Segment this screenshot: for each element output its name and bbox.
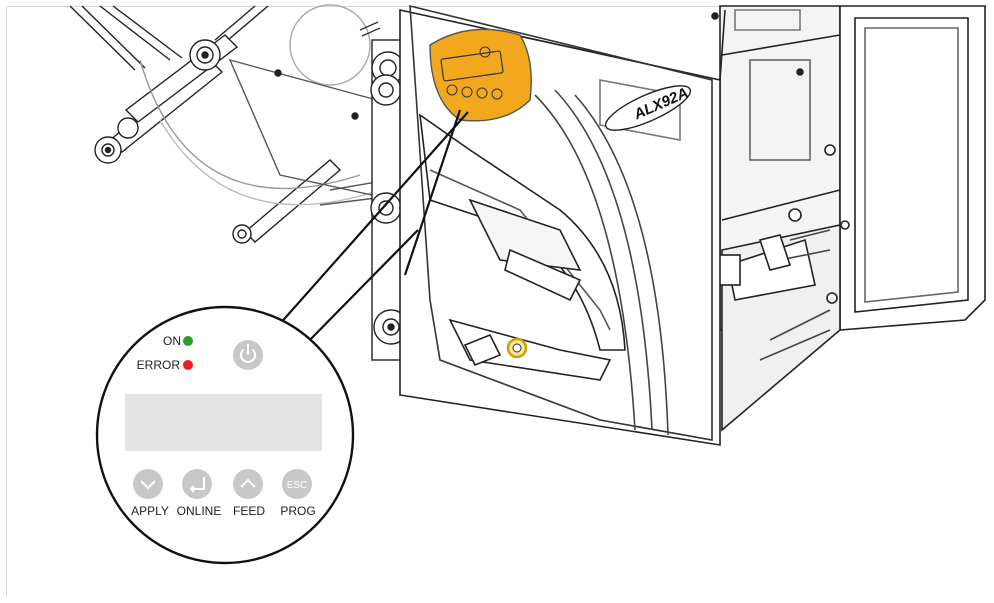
lcd-display: [125, 394, 322, 451]
roller-assembly: [69, 4, 401, 244]
prog-label: PROG: [280, 504, 315, 518]
enter-icon: [189, 477, 205, 493]
prog-button[interactable]: ESC: [282, 469, 312, 499]
esc-icon: ESC: [287, 480, 308, 491]
online-button[interactable]: [182, 469, 212, 499]
image-frame: [6, 6, 988, 596]
operator-panel-zoom: ON ERROR ESC APPLY ONLINE: [95, 305, 355, 565]
chevron-down-icon: [140, 480, 156, 490]
chevron-up-icon: [240, 478, 256, 488]
apply-label: APPLY: [131, 504, 169, 518]
power-button[interactable]: [233, 340, 263, 370]
on-led: [183, 336, 193, 346]
callout-line-left: [403, 109, 462, 276]
apply-button[interactable]: [133, 469, 163, 499]
callout-line-mid: [299, 229, 419, 351]
panel-highlight: [429, 28, 532, 359]
feed-label: FEED: [233, 504, 265, 518]
error-label: ERROR: [137, 358, 181, 372]
power-icon: [240, 344, 256, 363]
feed-button[interactable]: [233, 469, 263, 499]
printer-housing: [399, 4, 986, 446]
online-label: ONLINE: [177, 504, 222, 518]
error-led: [183, 360, 193, 370]
on-label: ON: [163, 334, 181, 348]
